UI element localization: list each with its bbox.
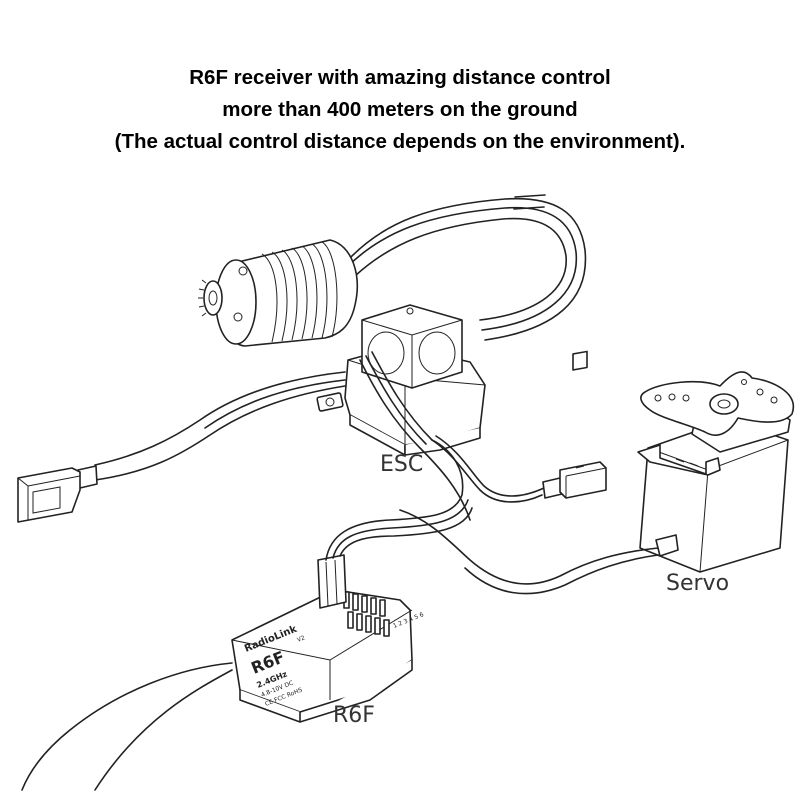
headline-line-1: R6F receiver with amazing distance contr… bbox=[189, 66, 611, 89]
servo-label: Servo bbox=[666, 571, 730, 596]
motor-wire-loop bbox=[345, 194, 587, 341]
headline-line-3: (The actual control distance depends on … bbox=[114, 130, 686, 153]
esc-switch bbox=[431, 350, 607, 503]
esc-label: ESC bbox=[380, 452, 424, 477]
motor bbox=[198, 239, 358, 347]
battery-lead bbox=[17, 371, 346, 523]
receiver-r6f: 1 2 3 4 5 6 RadioLink R6F V2 2.4GHz 4.8-… bbox=[21, 439, 473, 791]
headline: R6F receiver with amazing distance contr… bbox=[0, 62, 800, 158]
servo bbox=[399, 371, 795, 595]
receiver-version: V2 bbox=[296, 634, 306, 644]
headline-line-2: more than 400 meters on the ground bbox=[222, 98, 578, 121]
esc bbox=[316, 304, 486, 521]
receiver-label: R6F bbox=[333, 703, 375, 728]
